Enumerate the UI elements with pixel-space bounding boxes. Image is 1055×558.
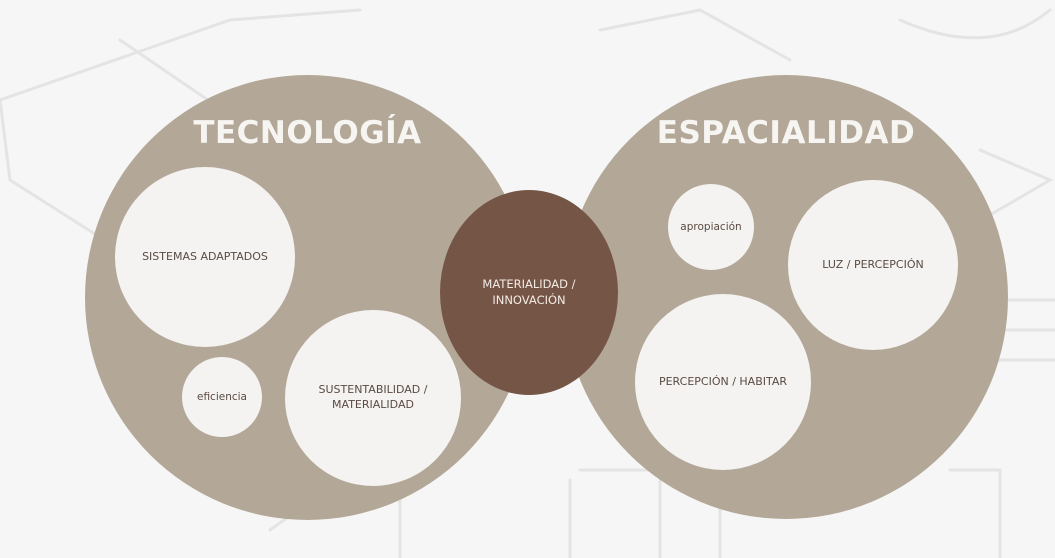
bubble-apropiacion-label: apropiación xyxy=(680,220,742,233)
bubble-luz-percepcion: LUZ / PERCEPCIÓN xyxy=(788,180,958,350)
bubble-percepcion-habitar: PERCEPCIÓN / HABITAR xyxy=(635,294,811,470)
bubble-eficiencia-label: eficiencia xyxy=(196,390,247,403)
bubble-luz-percepcion-label: LUZ / PERCEPCIÓN xyxy=(822,257,924,271)
bubble-eficiencia: eficiencia xyxy=(182,357,262,437)
bubble-sistemas-adaptados-label: SISTEMAS ADAPTADOS xyxy=(142,249,268,263)
bubble-sustentabilidad: SUSTENTABILIDAD / MATERIALIDAD xyxy=(285,310,461,486)
bubble-sustentabilidad-label: SUSTENTABILIDAD / MATERIALIDAD xyxy=(318,383,428,411)
espacialidad-title: ESPACIALIDAD xyxy=(656,115,916,151)
bubble-percepcion-habitar-label: PERCEPCIÓN / HABITAR xyxy=(658,374,788,388)
bubble-materialidad-innovacion: MATERIALIDAD / INNOVACIÓN xyxy=(440,190,618,395)
bubble-apropiacion: apropiación xyxy=(668,184,754,270)
tecnologia-title: TECNOLOGÍA xyxy=(193,115,422,151)
bubble-materialidad-innovacion-label: MATERIALIDAD / INNOVACIÓN xyxy=(482,276,576,307)
bubble-sistemas-adaptados: SISTEMAS ADAPTADOS xyxy=(115,167,295,347)
